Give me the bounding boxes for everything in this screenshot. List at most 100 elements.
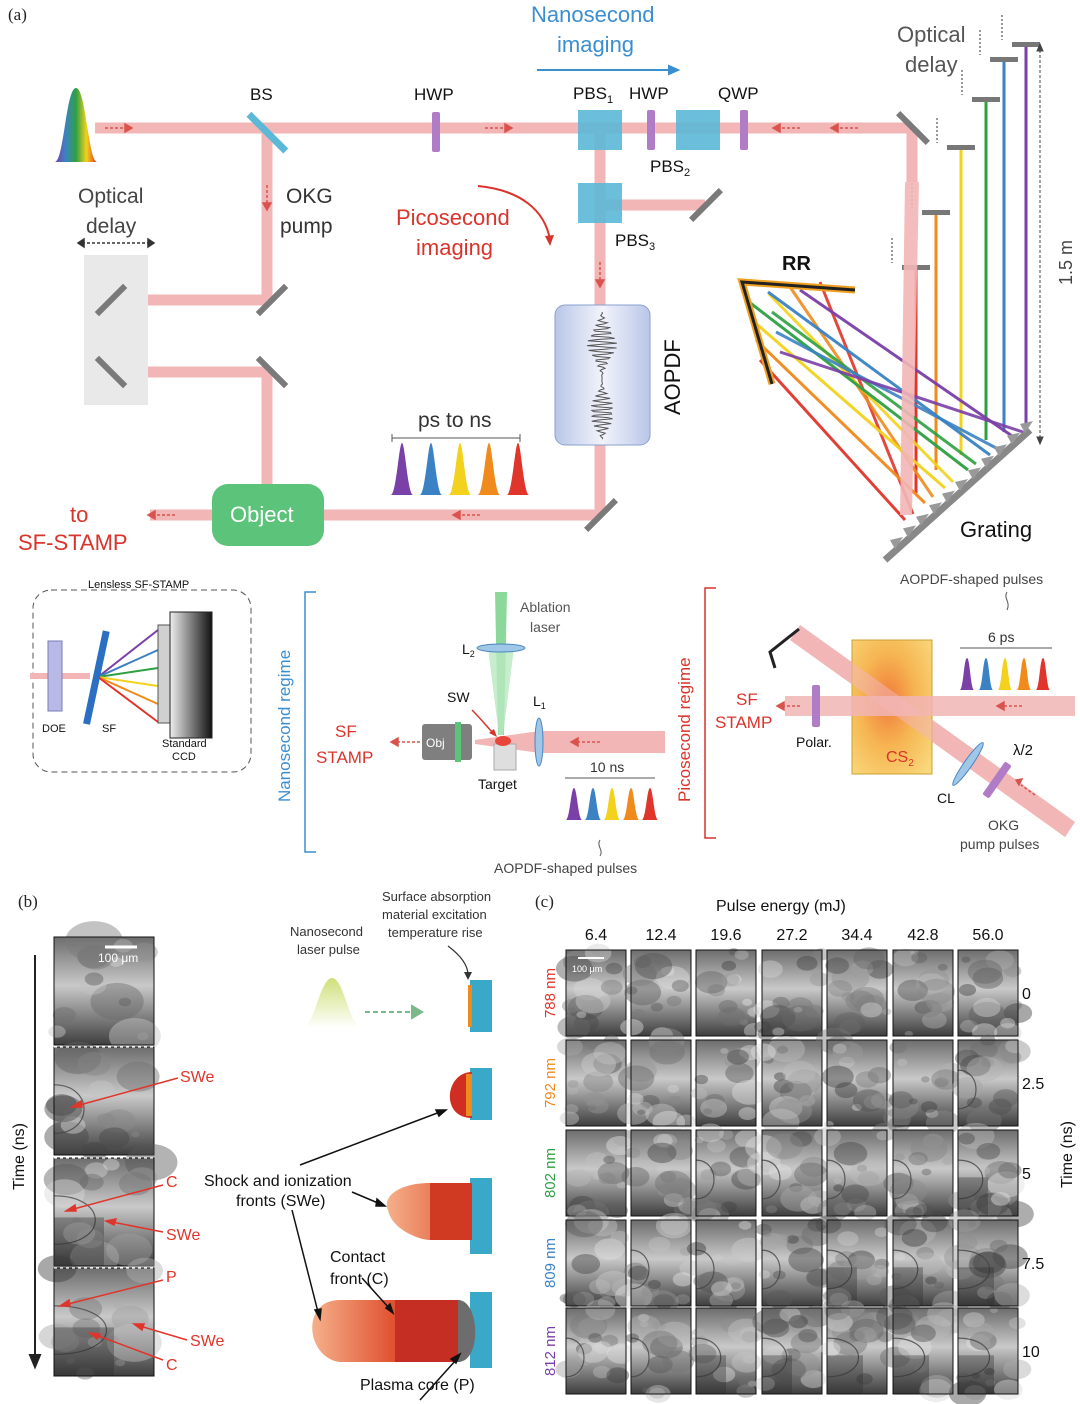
scale-bar-label-c: 100 μm [572,964,602,974]
ps-to-ns-bracket [391,434,521,442]
optical-delay-right-line1: Optical [897,22,965,47]
surface-absorption-line2: material excitation [382,907,487,922]
pulse-mark [604,788,620,820]
sf-element [83,630,110,725]
pulse-mark [998,658,1012,690]
image-frame [892,948,955,1037]
image-frame [755,1218,836,1309]
pulse-mark [391,443,413,495]
okg-pump-pulses-line2: pump pulses [960,836,1039,852]
picosecond-regime-label: Picosecond regime [675,657,694,802]
surface-absorption-line1: Surface absorption [382,889,491,904]
image-frame [948,1122,1034,1228]
cs2-label: CS2 [886,749,914,769]
time-arrow-b [28,955,42,1370]
pbs-2 [676,110,720,150]
image-frame [815,1027,895,1128]
input-beam-to-grating [900,182,919,515]
optical-delay-right-line2: delay [905,52,958,77]
okg-pump-pulses-line1: OKG [988,817,1019,833]
swe-label-2: SWe [166,1227,200,1244]
grating-tooth [903,525,916,538]
bs-label: BS [250,85,273,104]
wavelength-label: 802 nm [542,1148,559,1198]
spectral-fan-line [779,350,1024,434]
image-frame [621,1129,703,1221]
pulse-mark [585,788,601,820]
grating-tooth [916,513,929,526]
ablation-laser-line1: Ablation [520,599,571,615]
optical-delay-left-line1: Optical [78,185,143,208]
image-frame [695,948,767,1039]
grating-label: Grating [960,517,1032,542]
obj-label: Obj [426,736,445,750]
image-frame [948,1307,1032,1404]
scale-bar-label-b: 100 μm [98,951,138,965]
half-wave-plate [983,762,1011,798]
lensless-fan-line [97,676,159,723]
image-frame [750,1036,823,1135]
image-frame [813,1122,898,1221]
delay-arrow-left [76,237,156,249]
contact-front-line2: front (C) [330,1271,389,1288]
lens-l2 [476,643,526,653]
sf-stamp-left-line2: STAMP [316,748,373,767]
image-frame [951,1034,1031,1133]
grating-tooth [955,479,968,491]
shock-fronts-line2: fronts (SWe) [236,1193,326,1210]
ablation-cone [488,648,514,735]
nanosecond-arrow [537,64,681,76]
ccd-sensor [169,611,213,739]
sf-label: SF [102,723,116,735]
spectral-fan [748,15,1040,522]
nanosecond-imaging-line2: imaging [557,32,634,57]
grating [882,421,1033,563]
panel-b-frames [37,921,178,1380]
okg-pump-label-line2: pump [280,215,333,238]
target-label: Target [478,776,517,792]
image-frame [555,1299,636,1395]
beam-paths [95,122,918,521]
image-frame [48,921,161,1055]
c-label-1: C [166,1174,178,1191]
ns-laser-pulse-line1: Nanosecond [290,924,363,939]
lens-l1 [534,717,544,767]
picosecond-imaging-line2: imaging [416,235,493,260]
hwp2-label: HWP [629,84,669,103]
contact-front-line1: Contact [330,1249,386,1266]
image-frame [943,1209,1030,1311]
pulse-mark [979,658,993,690]
ten-ns-label: 10 ns [590,759,624,775]
nanosecond-regime-bracket [304,591,316,853]
image-frame [690,1039,768,1127]
wavelength-label: 792 nm [542,1058,559,1108]
lensless-fan [97,629,159,723]
cylindrical-lens [952,742,984,786]
object-label: Object [230,502,294,527]
pulse-mark [642,788,658,820]
spectral-fan-line [775,330,999,451]
pulse-train-10ns [566,788,658,820]
shock-fronts-line1: Shock and ionization [204,1173,352,1190]
picosecond-arrow [477,185,551,241]
image-frame [820,1300,894,1395]
target-stage-1 [470,980,492,1032]
ps-to-ns-label: ps to ns [418,409,492,432]
beam-dump [768,627,800,669]
energy-label: 56.0 [972,927,1003,944]
image-frame [617,1028,697,1134]
image-frame [688,1307,764,1398]
doe-label: DOE [42,723,66,735]
energy-label: 27.2 [776,927,807,944]
swe-label-1: SWe [180,1069,214,1086]
lensless-fan-line [97,629,159,678]
grating-tooth [968,467,981,480]
sf-stamp-left-arrow [389,736,420,748]
schematic-arrows [291,1109,462,1401]
absorption-layer [468,985,472,1027]
image-frame [957,949,1033,1043]
image-frame [44,1041,160,1161]
image-frame [815,1215,890,1310]
